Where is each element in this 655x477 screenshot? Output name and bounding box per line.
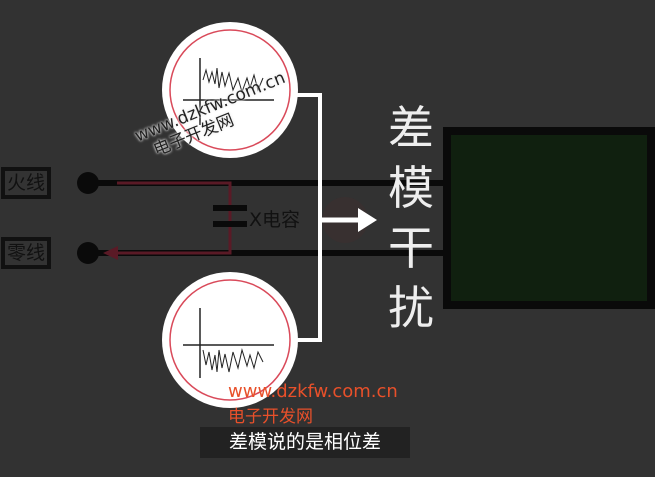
capacitor-plate-bottom (213, 221, 247, 227)
title-char: 模 (388, 161, 434, 215)
top-waveform-circle (162, 22, 298, 158)
neutral-terminal (77, 242, 99, 264)
subtitle-caption: 差模说的是相位差 (200, 427, 410, 458)
title-char: 差 (388, 101, 434, 155)
capacitor-label: X电容 (249, 209, 300, 231)
watermark-url-bottom: www.dzkfw.com.cn (228, 381, 398, 402)
live-label: 火线 (1, 167, 52, 199)
current-path (112, 181, 232, 255)
current-arrowhead (103, 246, 118, 260)
title-char: 干 (388, 221, 434, 275)
neutral-label: 零线 (1, 237, 52, 269)
live-terminal (77, 172, 99, 194)
arrow-head (358, 208, 377, 232)
watermark-name-bottom: 电子开发网 (228, 407, 313, 427)
capacitor-plate-top (213, 205, 247, 211)
title-char: 扰 (388, 281, 434, 335)
load-box (443, 127, 655, 309)
bottom-waveform-circle (162, 272, 298, 408)
vertical-title: 差 模 干 扰 (386, 98, 436, 338)
